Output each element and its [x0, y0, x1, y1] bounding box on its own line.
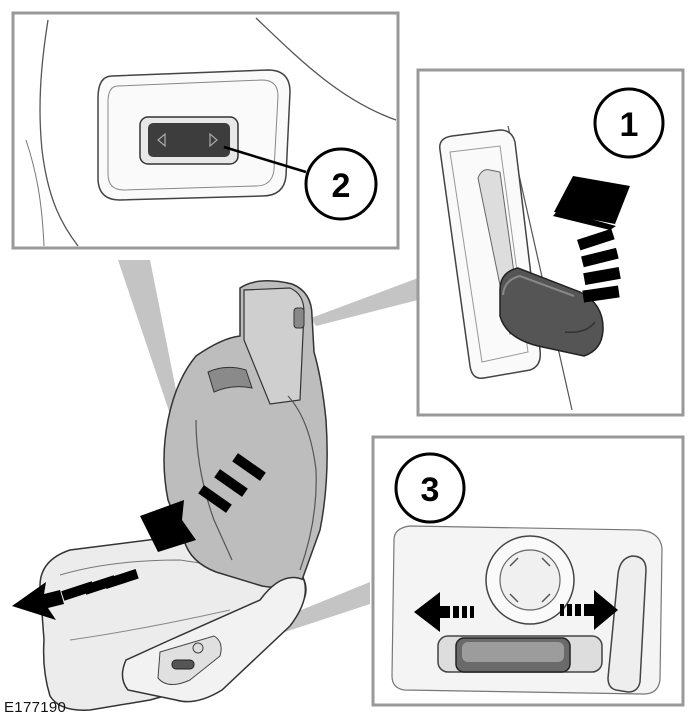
- lumbar-joystick: [485, 535, 575, 625]
- slide-forward-arrow: [12, 568, 139, 620]
- recline-arrow: [140, 453, 266, 552]
- svg-text:2: 2: [332, 167, 351, 205]
- lift-arrow: [553, 176, 630, 303]
- guide-wedge-left: [118, 260, 182, 420]
- detail-panel-2: 2: [11, 11, 400, 250]
- svg-text:3: 3: [421, 471, 440, 509]
- sport-seat: [39, 280, 328, 711]
- slide-back-arrow-icon: [414, 592, 474, 632]
- svg-text:1: 1: [620, 106, 639, 144]
- slide-forward-arrow-icon: [560, 590, 618, 630]
- guide-wedge-right: [311, 278, 418, 326]
- callout-1: 1: [593, 87, 665, 159]
- right-arrow-icon: [209, 132, 218, 148]
- backrest-switch: [607, 555, 647, 693]
- detail-panel-3: 3: [371, 435, 685, 707]
- seat-slide-switch: [437, 635, 603, 673]
- seat-back-lever: [499, 267, 604, 357]
- callout-2: 2: [304, 147, 378, 221]
- detail-panel-1: 1: [416, 68, 685, 417]
- callout-3: 3: [394, 452, 466, 524]
- left-arrow-icon: [157, 132, 166, 148]
- recline-rocker-switch: [139, 116, 239, 165]
- figure-reference-code: E177190: [4, 699, 67, 716]
